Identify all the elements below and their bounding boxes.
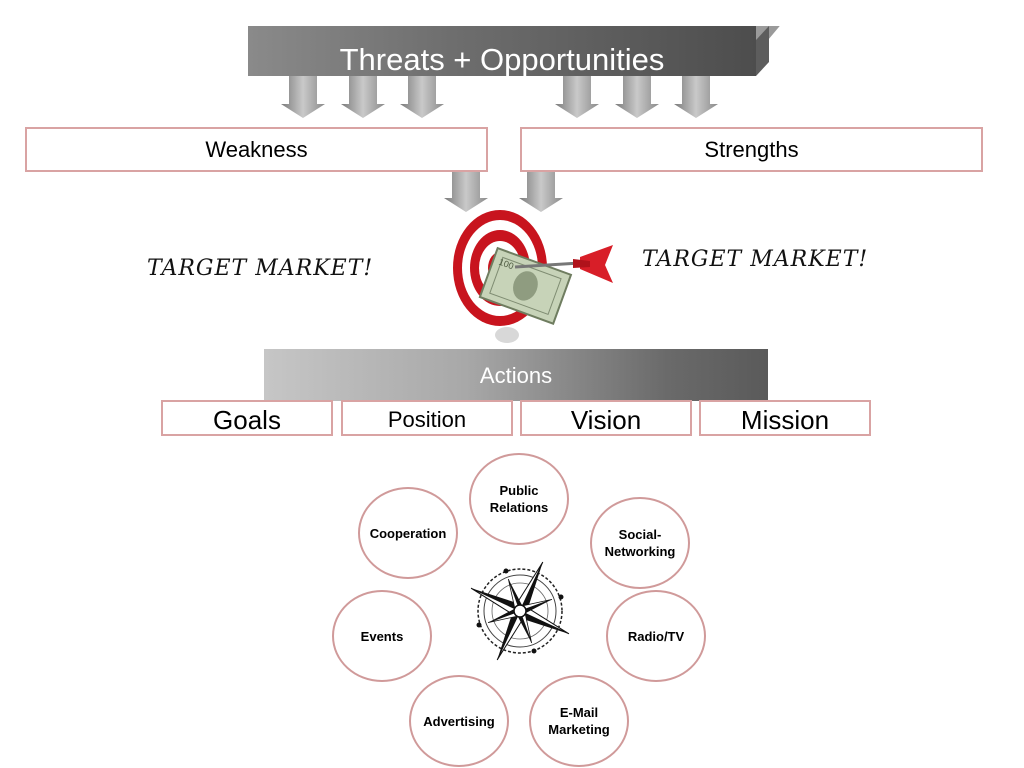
strengths-box: Strengths: [520, 127, 983, 172]
channel-advertising: Advertising: [409, 675, 509, 767]
target-market-left: TARGET MARKET!: [147, 256, 374, 281]
compass-rose-icon: [470, 561, 570, 661]
down-arrow-icon: [281, 76, 325, 118]
action-label: Vision: [570, 405, 642, 435]
channel-email-marketing: E-Mail Marketing: [529, 675, 629, 767]
weakness-label: Weakness: [205, 137, 308, 162]
down-arrow-icon: [341, 76, 385, 118]
down-arrow-icon: [674, 76, 718, 118]
threats-opportunities-banner: Threats + Opportunities: [248, 26, 756, 77]
down-arrow-icon: [615, 76, 659, 118]
down-arrow-icon: [555, 76, 599, 118]
channel-public-relations: Public Relations: [469, 453, 569, 545]
down-arrow-icon: [400, 76, 444, 118]
down-arrow-icon: [444, 170, 488, 212]
target-dart-icon: 100: [453, 210, 613, 343]
banner-title: Threats + Opportunities: [339, 42, 665, 77]
channel-radio-tv: Radio/TV: [606, 590, 706, 682]
down-arrow-icon: [519, 170, 563, 212]
weakness-box: Weakness: [25, 127, 488, 172]
channel-cooperation: Cooperation: [358, 487, 458, 579]
action-label: Goals: [213, 405, 281, 435]
action-label: Mission: [740, 405, 830, 435]
svg-text:100: 100: [497, 257, 515, 272]
target-market-right: TARGET MARKET!: [642, 247, 869, 272]
banner-side-face: [756, 26, 769, 76]
channel-events: Events: [332, 590, 432, 682]
action-label: Position: [387, 407, 467, 432]
strengths-label: Strengths: [704, 137, 799, 162]
channel-social-networking: Social- Networking: [590, 497, 690, 589]
action-vision: Vision: [520, 400, 692, 436]
actions-title: Actions: [479, 363, 553, 388]
actions-bar: Actions: [264, 349, 768, 401]
action-mission: Mission: [699, 400, 871, 436]
action-position: Position: [341, 400, 513, 436]
action-goals: Goals: [161, 400, 333, 436]
